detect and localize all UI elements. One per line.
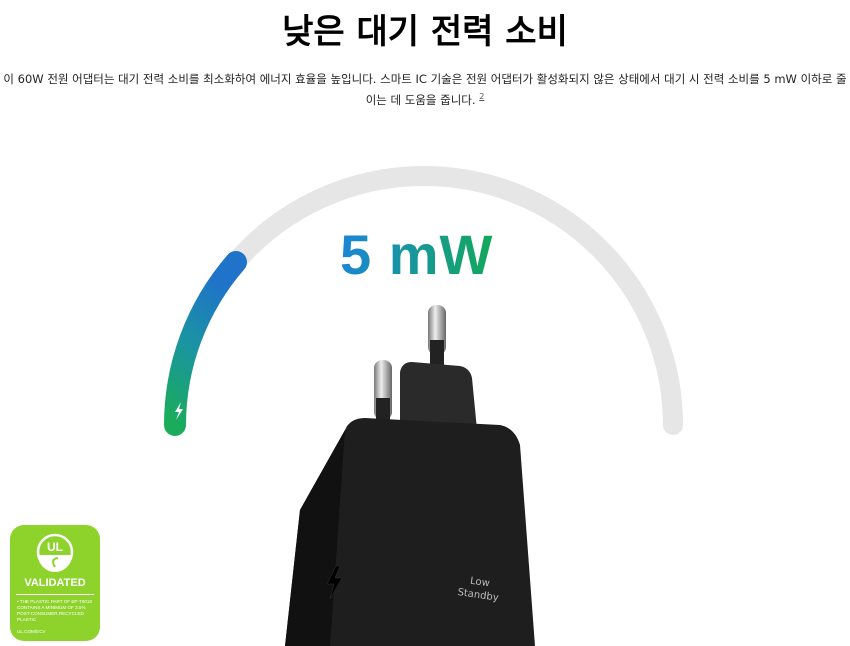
badge-url: UL.COM/ECV (17, 629, 46, 634)
lightning-icon (175, 402, 183, 420)
ul-validated-badge: UL VALIDATED • THE PLASTIC PART OF EP-T6… (10, 525, 100, 641)
badge-title: VALIDATED (24, 577, 86, 589)
gauge-fill (164, 251, 247, 436)
page-title: 낮은 대기 전력 소비 (282, 12, 568, 52)
svg-text:UL: UL (47, 540, 63, 554)
description: 이 60W 전원 어댑터는 대기 전력 소비를 최소화하여 에너지 효율을 높입… (3, 72, 847, 107)
badge-text: • THE PLASTIC PART OF EP-T6010 CONTAINS … (17, 599, 93, 622)
ul-logo-icon: UL (36, 533, 74, 572)
charger-image (285, 305, 535, 646)
standby-power-value: 5 mW (340, 223, 494, 286)
footnote-link[interactable]: 2 (479, 92, 485, 101)
divider (16, 594, 94, 595)
